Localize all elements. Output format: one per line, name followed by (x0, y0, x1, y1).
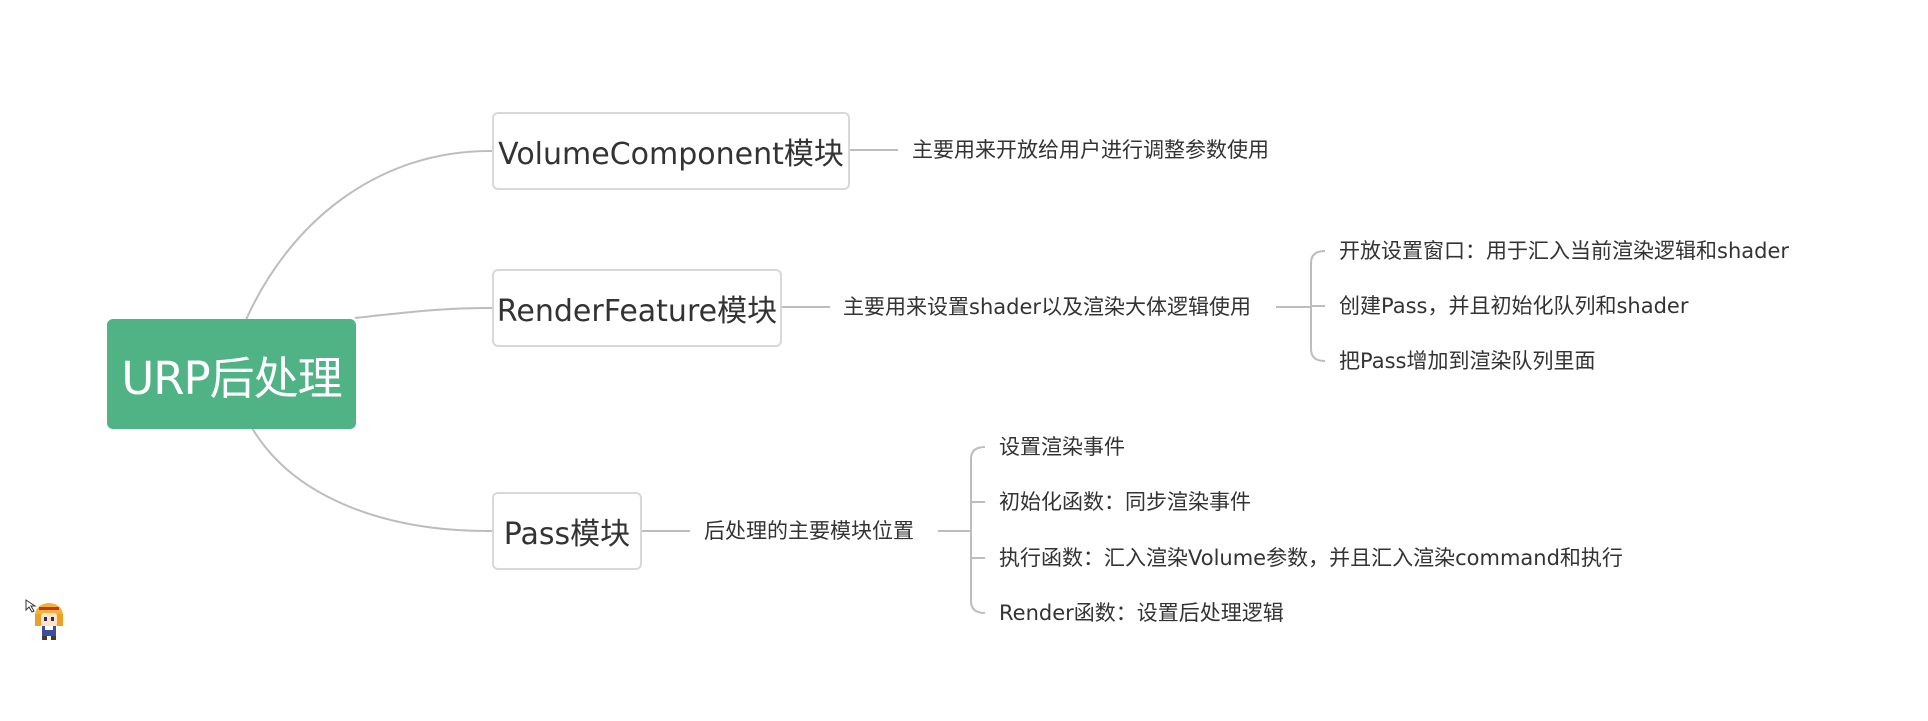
renderfeature-child-create-pass[interactable]: 创建Pass，并且初始化队列和shader (1339, 294, 1689, 318)
renderfeature-child-enqueue-pass[interactable]: 把Pass增加到渲染队列里面 (1339, 349, 1596, 373)
connector-root-pass (251, 427, 493, 533)
bracket-pass-children (970, 446, 986, 614)
pass-child-render-function[interactable]: Render函数：设置后处理逻辑 (999, 601, 1284, 625)
root-topic-node[interactable]: URP后处理 (107, 319, 356, 429)
pass-module-node[interactable]: Pass模块 (492, 492, 642, 570)
volumecomponent-module-node[interactable]: VolumeComponent模块 (492, 112, 850, 190)
volumecomponent-description[interactable]: 主要用来开放给用户进行调整参数使用 (912, 138, 1269, 162)
pixel-character-icon (25, 599, 63, 640)
pass-child-set-render-event[interactable]: 设置渲染事件 (999, 435, 1125, 459)
pass-child-init-function[interactable]: 初始化函数：同步渲染事件 (999, 490, 1251, 514)
renderfeature-description[interactable]: 主要用来设置shader以及渲染大体逻辑使用 (843, 295, 1252, 319)
renderfeature-child-open-settings[interactable]: 开放设置窗口：用于汇入当前渲染逻辑和shader (1339, 239, 1790, 263)
renderfeature-module-node[interactable]: RenderFeature模块 (492, 269, 782, 347)
connector-root-volume (244, 149, 493, 323)
pass-child-execute-function[interactable]: 执行函数：汇入渲染Volume参数，并且汇入渲染command和执行 (999, 546, 1623, 570)
connector-root-renderfeature (354, 307, 493, 319)
pass-description[interactable]: 后处理的主要模块位置 (704, 519, 914, 543)
